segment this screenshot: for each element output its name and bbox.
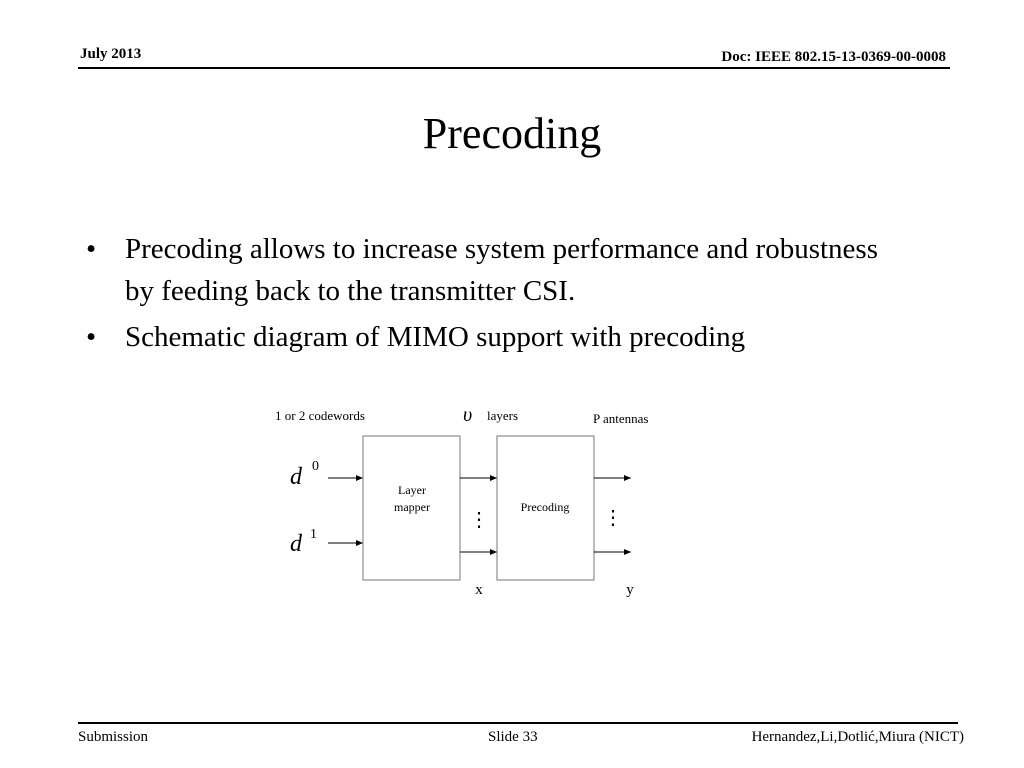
input-d0-superscript: 0 <box>312 459 319 474</box>
input-d1-symbol: d <box>290 531 303 557</box>
footer-authors: Hernandez,Li,Dotlić,Miura (NICT) <box>751 729 964 745</box>
precoding-block-label: Precoding <box>521 500 570 514</box>
footer-submission: Submission <box>78 729 149 745</box>
bullet-text: Precoding allows to increase system perf… <box>125 233 878 307</box>
bullet-list: • Precoding allows to increase system pe… <box>86 228 906 362</box>
layer-mapper-label-line1: Layer <box>398 483 426 497</box>
precoding-block <box>496 435 595 581</box>
codewords-label: 1 or 2 codewords <box>275 408 365 423</box>
layer-mapper-block <box>362 435 461 581</box>
bullet-glyph: • <box>86 321 97 353</box>
bullet-text: Schematic diagram of MIMO support with p… <box>125 321 746 353</box>
x-label: x <box>475 582 483 598</box>
antenna-dots: ⋮ <box>603 507 623 529</box>
upsilon-symbol: υ <box>463 404 472 426</box>
layer-mapper-label-line2: mapper <box>394 500 430 514</box>
footer-slide-number: Slide 33 <box>488 729 538 745</box>
header-doc-id: Doc: IEEE 802.15-13-0369-00-0008 <box>721 49 946 65</box>
bullet-item: • Schematic diagram of MIMO support with… <box>86 316 906 358</box>
bullet-item: • Precoding allows to increase system pe… <box>86 228 906 312</box>
header-date: July 2013 <box>80 46 142 62</box>
input-d1-superscript: 1 <box>310 527 317 542</box>
slide-title: Precoding <box>422 109 602 158</box>
layers-label: layers <box>487 408 518 423</box>
header-divider <box>78 67 950 69</box>
y-label: y <box>626 582 634 598</box>
footer-divider <box>78 722 958 724</box>
bullet-glyph: • <box>86 233 97 265</box>
input-d0-symbol: d <box>290 464 303 490</box>
antennas-label: P antennas <box>593 411 648 426</box>
layer-dots: ⋮ <box>469 509 489 531</box>
